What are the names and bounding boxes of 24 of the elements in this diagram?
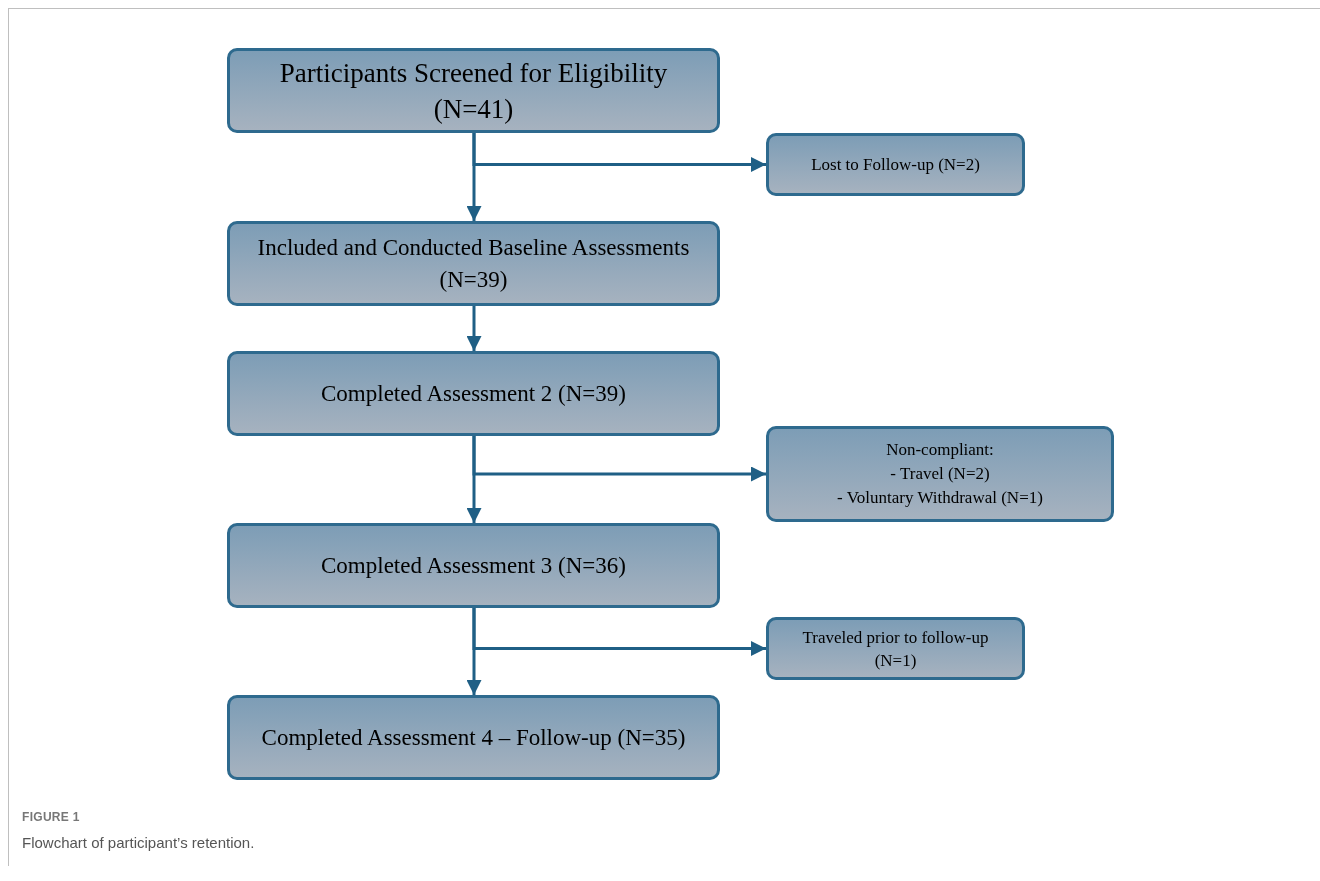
process-box <box>766 133 1025 196</box>
box-text: Participants Screened for Eligibility (N=41) <box>278 56 669 126</box>
arrow <box>466 608 482 695</box>
box-text: Completed Assessment 2 (N=39) <box>321 379 626 408</box>
arrow <box>466 436 482 523</box>
box-text: Non-compliant: <box>886 439 994 461</box>
figure-number: FIGURE 1 <box>22 809 81 826</box>
process-box <box>227 221 720 306</box>
process-box <box>227 48 720 133</box>
process-box <box>766 617 1025 680</box>
process-box <box>227 695 720 780</box>
process-box <box>227 523 720 608</box>
box-text: Included and Conducted Baseline Assessments (N=39) <box>256 233 691 294</box>
box-text: Completed Assessment 4 – Follow-up (N=35) <box>261 723 686 752</box>
box-text: Traveled prior to follow-up (N=1) <box>801 626 990 672</box>
process-box <box>766 426 1114 522</box>
box-text: Lost to Follow-up (N=2) <box>811 154 980 176</box>
box-text: Completed Assessment 3 (N=36) <box>321 551 626 580</box>
figure-caption: Flowchart of participant’s retention. <box>22 833 255 853</box>
box-text: - Travel (N=2) <box>890 463 990 485</box>
process-box <box>227 351 720 436</box>
arrow <box>466 133 482 221</box>
box-text: - Voluntary Withdrawal (N=1) <box>837 487 1043 509</box>
arrow <box>466 306 482 351</box>
